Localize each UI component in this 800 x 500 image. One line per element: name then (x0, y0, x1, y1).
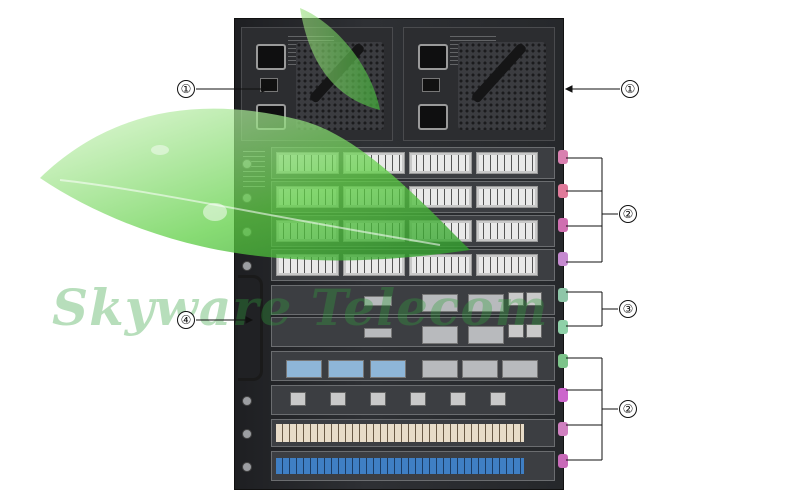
linecard-slot-5 (242, 351, 568, 381)
rj45-port-icon (450, 392, 466, 406)
port-bank-icon (276, 458, 524, 474)
fan-grille-icon (458, 42, 546, 130)
watermark-text: Skyware Telecom (52, 278, 549, 337)
compact-flash-icon (364, 328, 392, 338)
supervisor-slot-2 (242, 317, 568, 347)
sfp-module-icon (468, 294, 504, 312)
port-bank-icon (276, 424, 524, 442)
rj45-port-icon (370, 392, 386, 406)
callout-supervisors: ③ (619, 300, 637, 318)
screw-icon (242, 396, 252, 406)
screw-icon (242, 462, 252, 472)
callout-power-supply-left: ① (177, 80, 195, 98)
rj45-port-icon (330, 392, 346, 406)
screw-icon (242, 429, 252, 439)
sfp-module-icon (468, 326, 504, 344)
ejector-lever-icon (558, 184, 568, 198)
rj45-port-icon (526, 324, 542, 338)
ejector-lever-icon (558, 454, 568, 468)
rj45-port-icon (526, 292, 542, 306)
callout-linecards-top: ② (619, 205, 637, 223)
supervisor-slot-1 (242, 285, 568, 315)
sfp-module-icon (502, 360, 538, 378)
callout-handle: ④ (177, 311, 195, 329)
rj45-port-icon (508, 292, 524, 306)
ejector-lever-icon (558, 150, 568, 164)
sfp-module-icon (422, 326, 458, 344)
callout-linecards-bottom: ② (619, 400, 637, 418)
sfp-module-icon (422, 294, 458, 312)
linecard-slot-6 (242, 385, 568, 415)
ejector-lever-icon (558, 320, 568, 334)
linecard-slot-7 (242, 419, 568, 447)
rj45-port-icon (490, 392, 506, 406)
screw-icon (242, 261, 252, 271)
compact-flash-icon (364, 296, 392, 306)
power-supply-right (403, 27, 555, 141)
rj45-port-icon (508, 324, 524, 338)
ejector-lever-icon (558, 388, 568, 402)
linecard-slot-8 (242, 451, 568, 481)
ejector-lever-icon (558, 218, 568, 232)
sfp-module-icon (422, 360, 458, 378)
ejector-lever-icon (558, 252, 568, 266)
sfp-module-icon (328, 360, 364, 378)
power-socket-icon (256, 44, 286, 70)
ejector-lever-icon (558, 422, 568, 436)
callout-power-supply-right: ① (621, 80, 639, 98)
power-switch-icon (422, 78, 440, 92)
rj45-port-icon (290, 392, 306, 406)
rj45-port-icon (410, 392, 426, 406)
power-socket-icon (418, 44, 448, 70)
sfp-module-icon (370, 360, 406, 378)
sfp-module-icon (462, 360, 498, 378)
chassis-handle (238, 275, 263, 381)
ejector-lever-icon (558, 354, 568, 368)
sfp-module-icon (286, 360, 322, 378)
ejector-lever-icon (558, 288, 568, 302)
